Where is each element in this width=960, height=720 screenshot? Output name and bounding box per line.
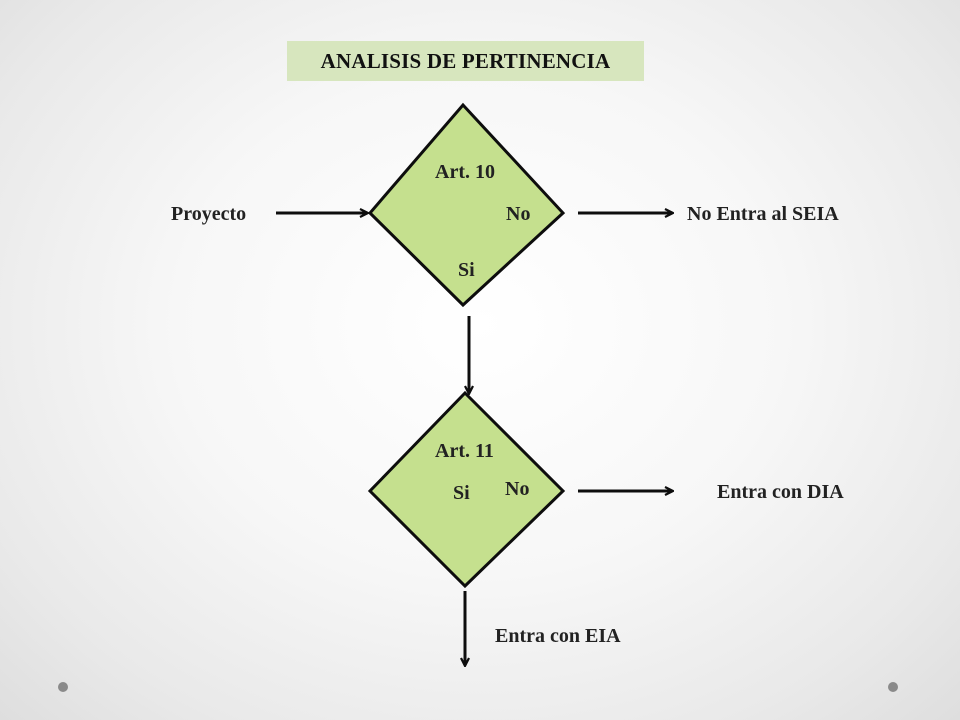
decorative-dot-left <box>58 682 68 692</box>
decision1-no-label: No <box>506 203 531 225</box>
title-box: ANALISIS DE PERTINENCIA <box>287 41 644 81</box>
outcome-entra-eia: Entra con EIA <box>495 625 621 647</box>
decision2-no-label: No <box>505 478 530 500</box>
decision-diamond-art10 <box>367 102 566 308</box>
input-label-proyecto: Proyecto <box>171 203 247 225</box>
decorative-dot-right <box>888 682 898 692</box>
decision-diamond-art11 <box>367 390 566 589</box>
decision2-question: Art. 11 <box>435 440 494 462</box>
diagram-title: ANALISIS DE PERTINENCIA <box>320 48 611 73</box>
decision1-yes-label: Si <box>458 259 475 281</box>
decision1-question: Art. 10 <box>435 161 495 183</box>
outcome-entra-dia: Entra con DIA <box>717 481 844 503</box>
decision2-yes-label: Si <box>453 482 470 504</box>
outcome-no-entra-seia: No Entra al SEIA <box>687 203 839 225</box>
